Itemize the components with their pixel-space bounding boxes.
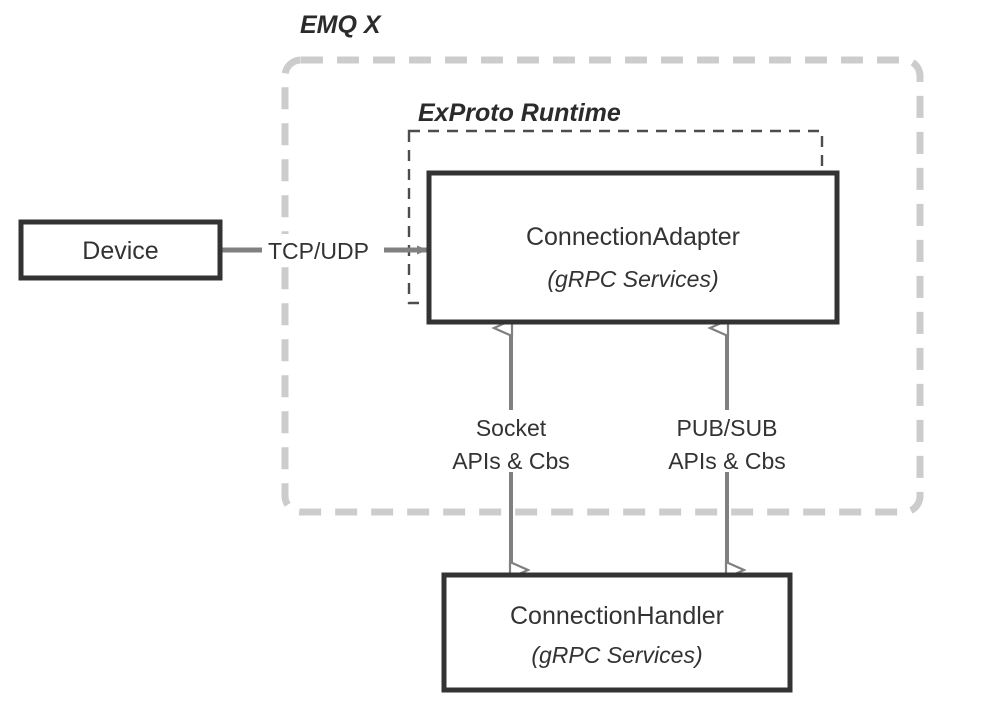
node-connection-adapter-box[interactable] (426, 170, 840, 325)
node-connection-handler-subtitle: (gRPC Services) (531, 642, 702, 668)
edge-socket-apis-label-bg (450, 410, 575, 472)
edge-pubsub-apis-label-bg (663, 410, 793, 472)
edge-pubsub-apis-label-line1: PUB/SUB (677, 415, 778, 441)
node-device[interactable]: Device (18, 219, 223, 281)
node-connection-handler-title: ConnectionHandler (510, 602, 724, 630)
zone-exproto-label: ExProto Runtime (418, 99, 621, 127)
node-device-label: Device (82, 237, 158, 265)
edge-device-to-adapter: TCP/UDP (220, 234, 428, 266)
edge-socket-apis-label-line2: APIs & Cbs (452, 448, 570, 474)
edge-socket-apis-label-line1: Socket (476, 415, 547, 441)
zone-emqx: EMQ X (281, 11, 924, 516)
zone-emqx-label: EMQ X (300, 11, 382, 39)
node-connection-adapter-subtitle: (gRPC Services) (547, 266, 718, 292)
node-connection-adapter[interactable]: ConnectionAdapter (gRPC Services) (426, 170, 840, 325)
node-device-box[interactable] (18, 219, 223, 281)
edge-pubsub-apis-label-line2: APIs & Cbs (668, 448, 786, 474)
node-connection-adapter-title: ConnectionAdapter (526, 223, 740, 251)
edge-device-to-adapter-label: TCP/UDP (268, 238, 369, 264)
edge-device-to-adapter-label-bg (262, 234, 384, 266)
node-connection-handler-box[interactable] (441, 572, 793, 693)
edge-socket-apis: Socket APIs & Cbs (450, 328, 575, 570)
node-connection-handler[interactable]: ConnectionHandler (gRPC Services) (441, 572, 793, 693)
edge-pubsub-apis: PUB/SUB APIs & Cbs (663, 328, 793, 570)
zone-emqx-border (281, 56, 924, 516)
